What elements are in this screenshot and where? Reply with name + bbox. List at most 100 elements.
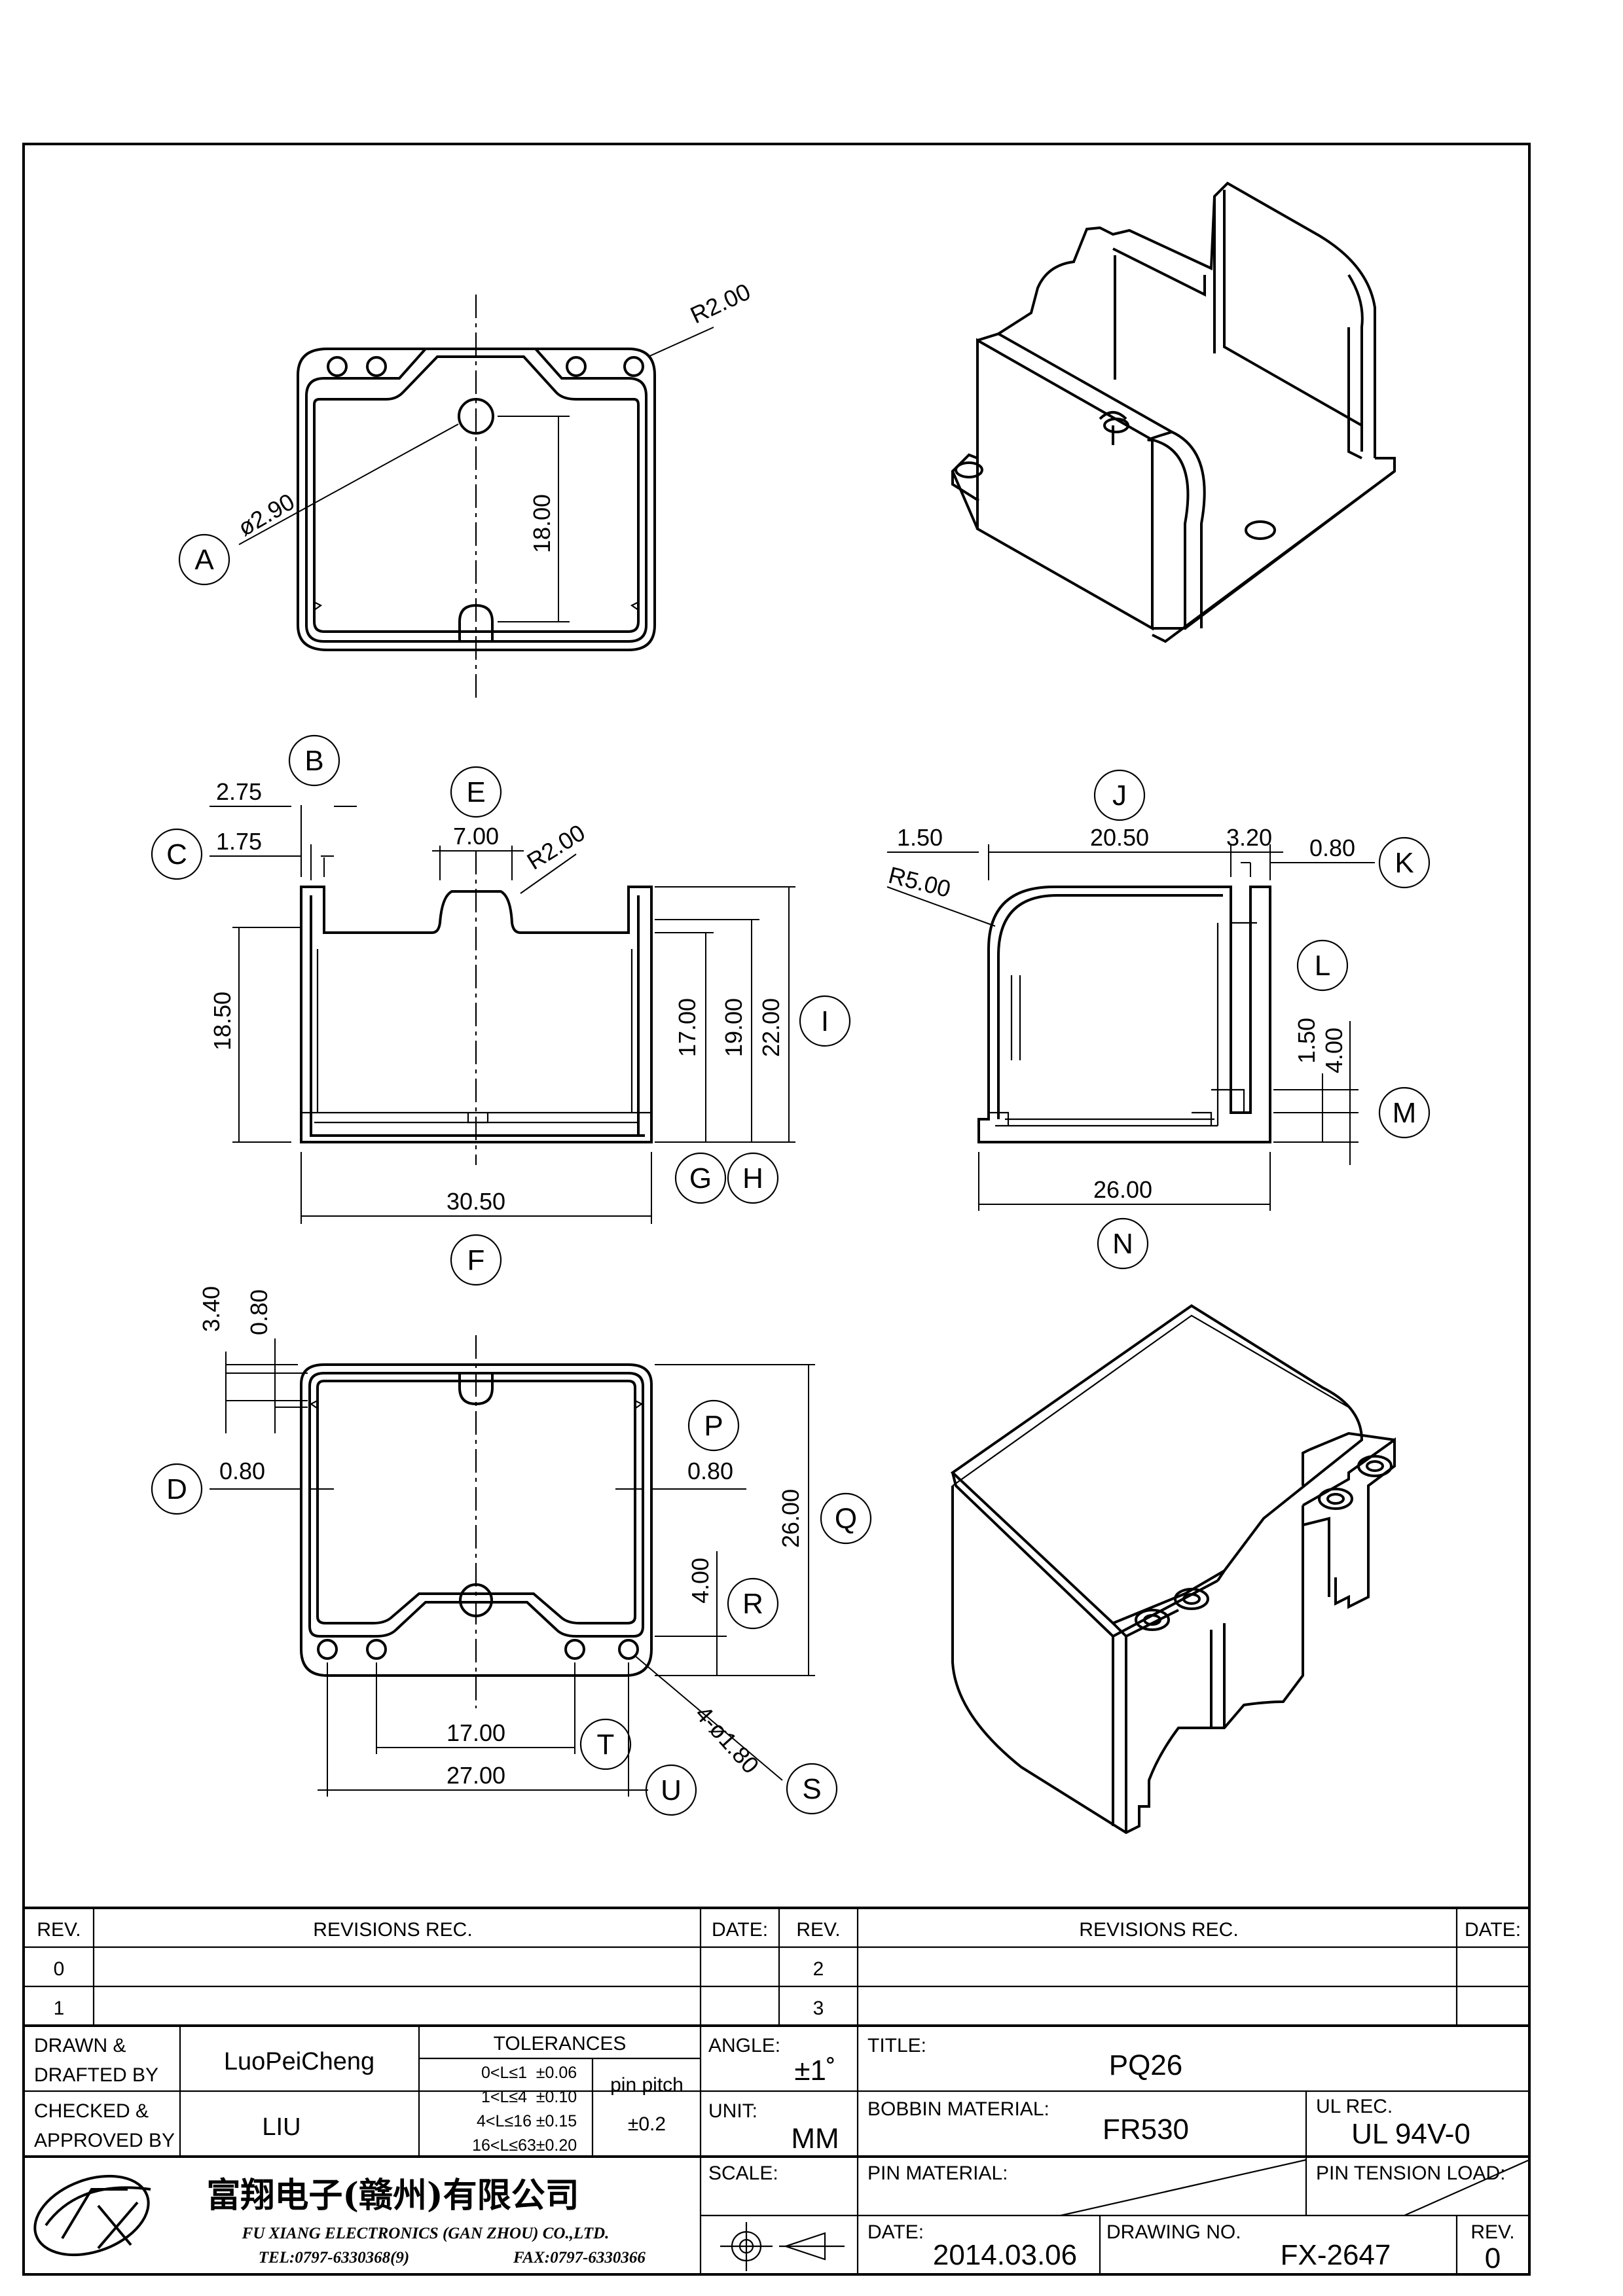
company-tel: TEL:0797-6330368(9) — [259, 2249, 410, 2267]
callout-q: Q — [835, 1503, 857, 1535]
projection-symbol — [720, 2222, 845, 2271]
date-header-left: DATE: — [712, 1919, 768, 1941]
dim-2200: 22.00 — [757, 998, 784, 1057]
isometric-view-top — [951, 181, 1396, 643]
tol-range-2: 4<L≤16 — [477, 2112, 532, 2130]
rev-row-2: 2 — [813, 1958, 824, 1980]
callout-t: T — [597, 1729, 615, 1761]
callout-k: K — [1395, 847, 1413, 879]
dim-side-400: 4.00 — [1321, 1028, 1347, 1073]
rev-value: 0 — [1485, 2242, 1501, 2274]
angle-value: ±1˚ — [794, 2054, 835, 2087]
dim-u2700: 27.00 — [447, 1762, 505, 1789]
scale-label: SCALE: — [708, 2162, 778, 2184]
ul-label: UL REC. — [1316, 2096, 1393, 2117]
date-label: DATE: — [867, 2221, 924, 2243]
callout-p: P — [704, 1410, 723, 1442]
dim-t1700: 17.00 — [447, 1719, 505, 1746]
dim-275: 2.75 — [216, 778, 262, 805]
revisions-rec-left: REVISIONS REC. — [313, 1919, 472, 1941]
callout-h: H — [742, 1162, 763, 1194]
dim-s-holes: 4-ø1.80 — [690, 1700, 764, 1779]
tol-value-3: ±0.20 — [536, 2136, 577, 2155]
callout-e: E — [466, 776, 485, 808]
checked-label-2: APPROVED BY — [34, 2130, 175, 2151]
tolerances-title: TOLERANCES — [494, 2033, 627, 2054]
dim-2050: 20.50 — [1090, 824, 1149, 851]
callout-f: F — [467, 1244, 485, 1276]
callout-i: I — [821, 1005, 829, 1037]
dim-175: 1.75 — [216, 828, 262, 855]
angle-label: ANGLE: — [708, 2035, 780, 2056]
dim-1850: 18.50 — [209, 992, 236, 1050]
dim-bot-080v: 0.80 — [246, 1289, 272, 1335]
dim-r5: R5.00 — [886, 861, 953, 903]
tol-range-3: 16<L≤63 — [472, 2136, 536, 2155]
callout-l: L — [1315, 950, 1330, 982]
drawing-no: FX-2647 — [1281, 2239, 1391, 2271]
pin-tension-label: PIN TENSION LOAD: — [1316, 2162, 1506, 2184]
tol-value-0: ±0.06 — [536, 2064, 577, 2082]
callout-j: J — [1112, 780, 1127, 812]
dim-340: 3.40 — [198, 1286, 225, 1332]
company-name-en: FU XIANG ELECTRONICS (GAN ZHOU) CO.,LTD. — [242, 2225, 610, 2242]
isometric-view-bottom — [950, 1304, 1396, 1835]
dim-r2-front: R2.00 — [522, 819, 590, 875]
pin-material-label: PIN MATERIAL: — [867, 2162, 1008, 2184]
bobbin-value: FR530 — [1103, 2113, 1189, 2145]
revisions-rec-right: REVISIONS REC. — [1079, 1919, 1238, 1941]
callout-u: U — [661, 1774, 682, 1806]
dim-side-150: 1.50 — [897, 824, 943, 851]
callout-a: A — [194, 544, 214, 576]
company-name-cn: 富翔电子(赣州)有限公司 — [206, 2176, 579, 2215]
dim-700: 7.00 — [453, 823, 499, 850]
dim-side-l150: 1.50 — [1293, 1018, 1320, 1064]
title-value: PQ26 — [1109, 2049, 1183, 2081]
dim-side-2600: 26.00 — [1093, 1176, 1152, 1203]
dim-1700: 17.00 — [674, 998, 701, 1057]
front-view: 2.75 1.75 B C 7.00 E R2.00 18.50 17.00 1… — [151, 734, 851, 1286]
dim-r2-top: R2.00 — [686, 278, 754, 329]
tol-value-1: ±0.10 — [536, 2088, 577, 2106]
dim-hole: ø2.90 — [234, 488, 299, 541]
date-header-right: DATE: — [1465, 1919, 1521, 1941]
tol-range-1: 1<L≤4 — [481, 2088, 527, 2106]
dim-q2600: 26.00 — [777, 1489, 804, 1548]
callout-m: M — [1393, 1097, 1417, 1129]
drawing-border — [22, 143, 1531, 2276]
company-fax: FAX:0797-6330366 — [513, 2249, 646, 2267]
pin-pitch-label: pin pitch — [610, 2074, 684, 2096]
dim-r400: 4.00 — [687, 1558, 714, 1604]
ul-value: UL 94V-0 — [1351, 2118, 1470, 2150]
callout-g: G — [689, 1162, 712, 1194]
unit-label: UNIT: — [708, 2100, 757, 2122]
tol-range-0: 0<L≤1 — [481, 2064, 527, 2082]
top-view: 18.00 R2.00 ø2.90 A — [178, 278, 754, 700]
title-block: REV. REVISIONS REC. DATE: REV. REVISIONS… — [24, 1907, 1530, 2274]
dim-3050: 30.50 — [447, 1188, 505, 1215]
bottom-view: 3.40 0.80 0.80 D 0.80 P 26.00 Q 4.00 R 4… — [151, 1286, 872, 1816]
checked-by: LIU — [262, 2113, 301, 2141]
rev-header-left: REV. — [37, 1919, 81, 1941]
rev-row-0: 0 — [54, 1958, 65, 1980]
dim-side-080: 0.80 — [1309, 834, 1355, 861]
side-view: 1.50 20.50 3.20 0.80 J K R5.00 1.50 4.00… — [886, 769, 1431, 1270]
drawn-by: LuoPeiCheng — [224, 2048, 374, 2075]
date-value: 2014.03.06 — [933, 2239, 1077, 2271]
tol-value-2: ±0.15 — [536, 2112, 577, 2130]
drawn-label-2: DRAFTED BY — [34, 2064, 158, 2086]
pin-pitch-value: ±0.2 — [628, 2113, 666, 2135]
rev-label: REV. — [1470, 2221, 1514, 2243]
dim-1900: 19.00 — [720, 998, 747, 1057]
drawn-label-1: DRAWN & — [34, 2035, 126, 2056]
dim-p080: 0.80 — [687, 1458, 733, 1484]
rev-header-right: REV. — [796, 1919, 840, 1941]
rev-row-3: 3 — [813, 1998, 824, 2019]
bobbin-label: BOBBIN MATERIAL: — [867, 2098, 1049, 2120]
unit-value: MM — [791, 2123, 839, 2155]
callout-n: N — [1112, 1228, 1133, 1260]
company-logo — [33, 2174, 151, 2257]
rev-row-1: 1 — [54, 1998, 65, 2019]
dim-d080: 0.80 — [219, 1458, 265, 1484]
